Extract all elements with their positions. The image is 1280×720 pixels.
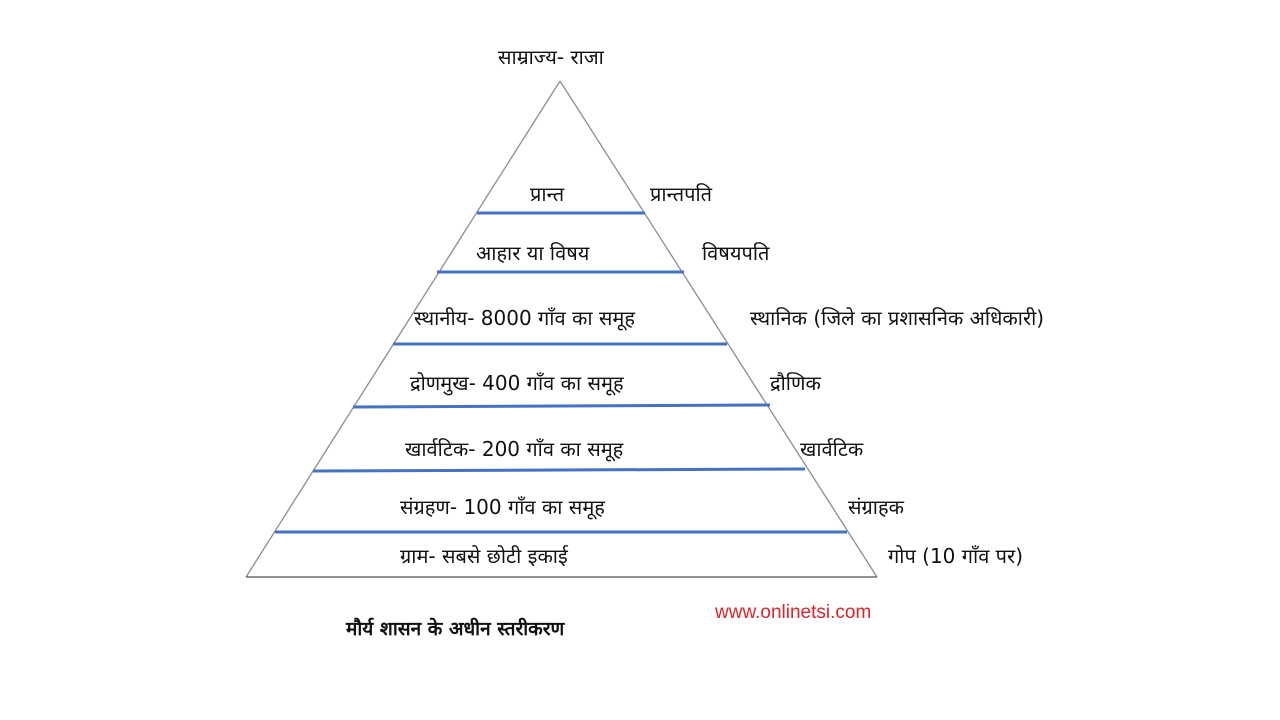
- apex-label: साम्राज्य- राजा: [498, 45, 604, 69]
- level-label: खार्वटिक- 200 गाँव का समूह: [405, 437, 624, 461]
- official-label: खार्वटिक: [800, 437, 864, 461]
- divider-line: [312, 467, 806, 473]
- level-label: प्रान्त: [530, 182, 565, 206]
- official-label: विषयपति: [702, 241, 770, 265]
- official-label: स्थानिक (जिले का प्रशासनिक अधिकारी): [750, 306, 1045, 330]
- official-label: संग्राहक: [848, 495, 904, 519]
- official-label: प्रान्तपति: [650, 182, 713, 206]
- diagram-title: मौर्य शासन के अधीन स्तरीकरण: [346, 618, 565, 640]
- website-link[interactable]: www.onlinetsi.com: [715, 602, 872, 623]
- official-label: द्रौणिक: [770, 371, 821, 395]
- divider-line: [352, 403, 771, 409]
- level-label: संग्रहण- 100 गाँव का समूह: [400, 495, 605, 519]
- pyramid-right-edge: [559, 80, 878, 578]
- level-label: आहार या विषय: [476, 241, 590, 265]
- level-label: द्रोणमुख- 400 गाँव का समूह: [410, 371, 624, 395]
- level-label: ग्राम- सबसे छोटी इकाई: [400, 544, 568, 568]
- pyramid-left-edge: [245, 80, 561, 578]
- level-label: स्थानीय- 8000 गाँव का समूह: [414, 306, 635, 330]
- official-label: गोप (10 गाँव पर): [888, 544, 1024, 568]
